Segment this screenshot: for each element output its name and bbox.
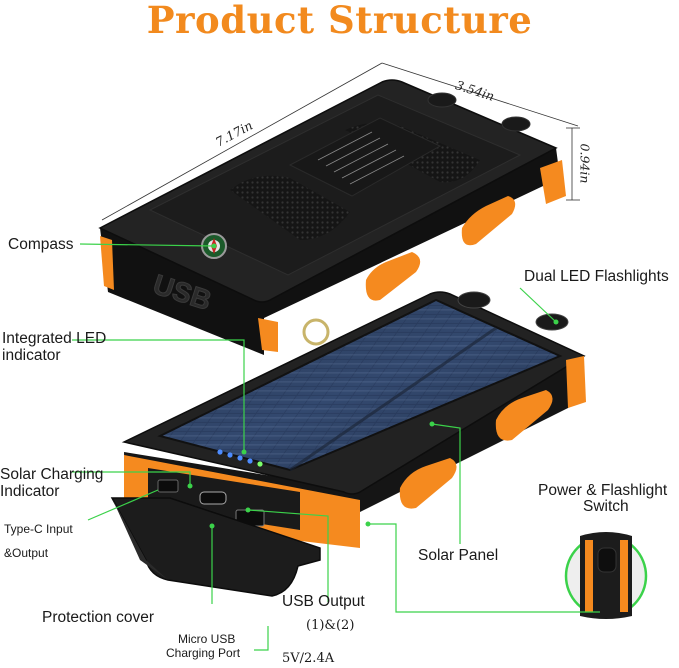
label-typec-2: &Output xyxy=(4,546,49,560)
page-title: Product Structure xyxy=(146,0,533,42)
dimension-lines xyxy=(101,62,580,221)
label-micro-usb-1: Micro USB xyxy=(178,632,236,646)
label-usb-output-2: (1)&(2) xyxy=(306,618,355,633)
label-typec-1: Type-C Input xyxy=(4,522,73,536)
label-usb-output-1: USB Output xyxy=(282,593,365,610)
switch-closeup xyxy=(564,532,648,619)
label-integrated-led-2: indicator xyxy=(2,347,61,364)
label-rating: 5V/2.4A xyxy=(282,651,335,666)
label-dual-led: Dual LED Flashlights xyxy=(524,268,669,285)
label-micro-usb-2: Charging Port xyxy=(166,646,241,660)
label-compass: Compass xyxy=(8,236,74,253)
label-solar-panel: Solar Panel xyxy=(418,547,499,564)
label-solar-charging-2: Indicator xyxy=(0,483,60,500)
label-integrated-led-1: Integrated LED xyxy=(2,330,107,347)
dimension-thickness: 0.94in xyxy=(577,143,593,184)
power-bank-back xyxy=(98,79,566,355)
power-bank-front xyxy=(121,291,586,548)
label-solar-charging-1: Solar Charging xyxy=(0,466,104,483)
callout-lines xyxy=(72,243,600,651)
protection-cover xyxy=(110,497,321,597)
label-power-switch-1: Power & Flashlight xyxy=(538,482,668,499)
label-protection-cover: Protection cover xyxy=(42,609,154,626)
label-power-switch-2: Switch xyxy=(583,498,629,515)
